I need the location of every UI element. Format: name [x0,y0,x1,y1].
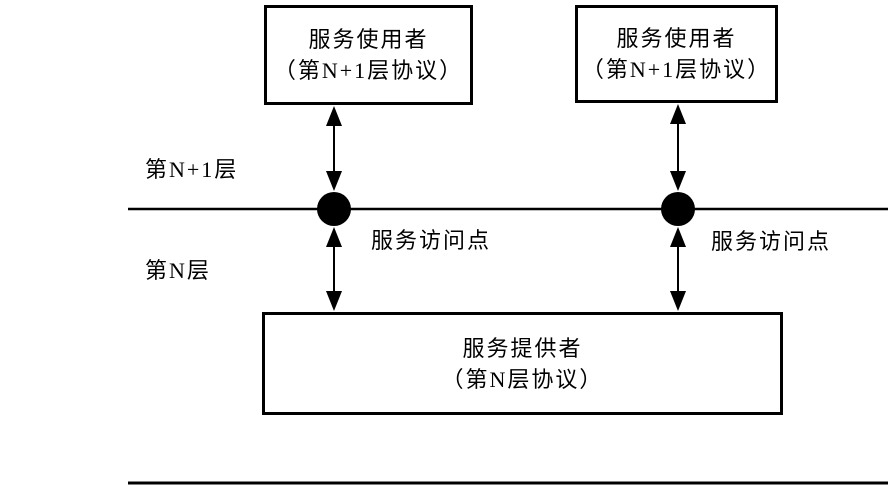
service-provider-line1: 服务提供者 [462,335,583,361]
service-provider-line2: （第N层协议） [441,366,604,392]
double-arrow-right-lower [670,227,686,311]
service-access-point-dot-left [317,192,351,226]
service-user-left-line1: 服务使用者 [308,27,429,52]
service-provider-box: 服务提供者 （第N层协议） [262,312,783,415]
double-arrow-left-upper [326,106,342,191]
service-user-right-line2: （第N+1层协议） [581,57,772,82]
double-arrow-left-lower [326,227,342,311]
double-arrow-right-upper [670,104,686,191]
label-layer-n: 第N层 [145,258,211,283]
label-service-access-point-right: 服务访问点 [711,229,832,254]
service-user-box-right: 服务使用者 （第N+1层协议） [575,5,778,103]
service-user-box-left: 服务使用者 （第N+1层协议） [264,5,473,105]
service-user-left-line2: （第N+1层协议） [273,58,464,83]
service-access-point-dot-right [661,192,695,226]
service-user-right-line1: 服务使用者 [616,26,737,51]
label-layer-n-plus-1: 第N+1层 [145,157,239,182]
label-service-access-point-left: 服务访问点 [371,228,492,253]
